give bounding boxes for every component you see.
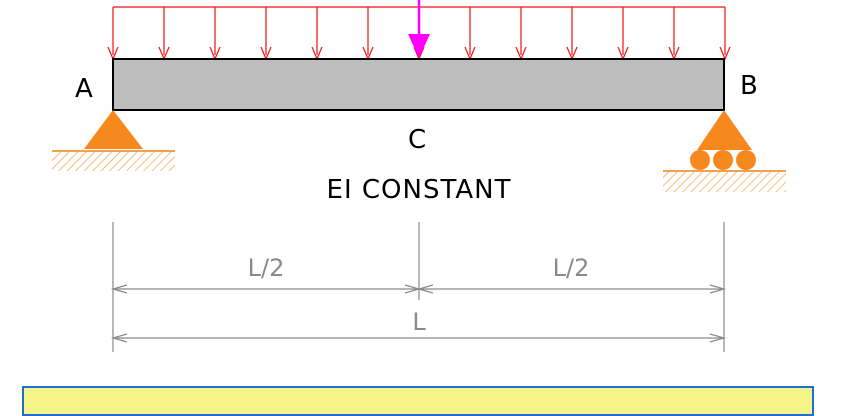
pin-support-a xyxy=(52,110,175,171)
roller-wheel xyxy=(713,150,733,170)
load-arrow xyxy=(362,7,374,61)
load-arrow xyxy=(668,7,680,61)
dim-label-span: L xyxy=(412,308,426,336)
load-arrow xyxy=(260,7,272,61)
dimension-lines xyxy=(110,222,727,352)
beam-diagram: A B C EI CONSTANT L/2 L/2 L xyxy=(52,0,786,352)
load-arrow xyxy=(464,7,476,61)
ground-hatch-b xyxy=(663,172,786,192)
load-arrow xyxy=(158,7,170,61)
load-arrow xyxy=(515,7,527,61)
ei-constant-label: EI CONSTANT xyxy=(327,175,512,205)
load-arrow xyxy=(617,7,629,61)
roller-support-b xyxy=(663,110,786,192)
load-arrow xyxy=(209,7,221,61)
load-arrow xyxy=(107,7,119,61)
point-load-arrow xyxy=(408,0,430,58)
roller-wheel xyxy=(736,150,756,170)
footer-note-box xyxy=(22,386,814,416)
roller-wheel xyxy=(690,150,710,170)
beam xyxy=(112,58,725,111)
load-arrow xyxy=(311,7,323,61)
label-c: C xyxy=(408,125,426,155)
label-b: B xyxy=(740,71,758,101)
label-a: A xyxy=(75,74,93,104)
load-arrow xyxy=(566,7,578,61)
load-arrow xyxy=(719,7,731,61)
ground-hatch-a xyxy=(52,152,175,171)
dim-label-half-left: L/2 xyxy=(248,254,285,282)
dim-label-half-right: L/2 xyxy=(553,254,590,282)
